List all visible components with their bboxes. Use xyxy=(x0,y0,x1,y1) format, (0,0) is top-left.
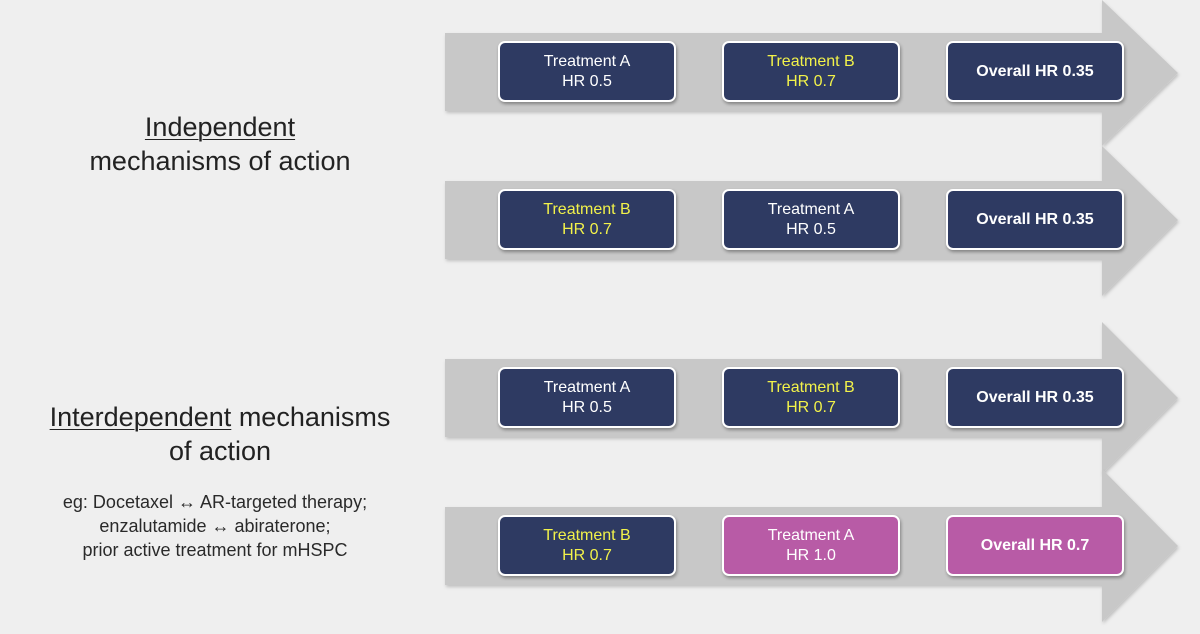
row-3-box-2-line1: Treatment B xyxy=(767,378,855,396)
example-line-3: prior active treatment for mHSPC xyxy=(82,540,348,560)
row-4-box-1-line1: Treatment B xyxy=(543,526,631,544)
row-3-box-1: Treatment A HR 0.5 xyxy=(498,367,676,428)
row-2-box-2-line1: Treatment A xyxy=(767,200,855,218)
row-4-box-2: Treatment A HR 1.0 xyxy=(722,515,900,576)
row-3-box-1-line2: HR 0.5 xyxy=(562,398,612,416)
row-1-box-3-line1: Overall HR 0.35 xyxy=(976,62,1094,80)
interdependent-heading-rest-1: mechanisms xyxy=(231,402,391,432)
row-3-box-2: Treatment B HR 0.7 xyxy=(722,367,900,428)
interdependent-heading-underlined: Interdependent xyxy=(49,402,232,432)
row-4-box-3: Overall HR 0.7 xyxy=(946,515,1124,576)
row-3-box-3-line1: Overall HR 0.35 xyxy=(976,388,1094,406)
row-1-box-2-line1: Treatment B xyxy=(767,52,855,70)
row-1-box-3: Overall HR 0.35 xyxy=(946,41,1124,102)
row-2-box-3-line1: Overall HR 0.35 xyxy=(976,210,1094,228)
row-2-box-1: Treatment B HR 0.7 xyxy=(498,189,676,250)
row-1-box-2-line2: HR 0.7 xyxy=(786,72,836,90)
examples-text: eg: Docetaxel ↔ AR-targeted therapy; enz… xyxy=(40,490,390,562)
row-2-box-2: Treatment A HR 0.5 xyxy=(722,189,900,250)
example-line-1: eg: Docetaxel ↔ AR-targeted therapy; xyxy=(62,492,368,512)
row-2-box-3: Overall HR 0.35 xyxy=(946,189,1124,250)
independent-heading: Independent mechanisms of action xyxy=(60,110,380,178)
row-1-box-1: Treatment A HR 0.5 xyxy=(498,41,676,102)
row-3-box-2-line2: HR 0.7 xyxy=(786,398,836,416)
row-4-box-3-line1: Overall HR 0.7 xyxy=(980,536,1090,554)
row-4-box-2-line2: HR 1.0 xyxy=(786,546,836,564)
row-4-box-1-line2: HR 0.7 xyxy=(562,546,612,564)
independent-heading-rest: mechanisms of action xyxy=(89,146,351,176)
interdependent-heading: Interdependent mechanisms of action xyxy=(30,400,410,468)
interdependent-heading-rest-2: of action xyxy=(168,436,272,466)
row-1-box-1-line2: HR 0.5 xyxy=(562,72,612,90)
row-2-box-1-line2: HR 0.7 xyxy=(562,220,612,238)
row-2-box-2-line2: HR 0.5 xyxy=(786,220,836,238)
row-2-box-1-line1: Treatment B xyxy=(543,200,631,218)
row-3-box-3: Overall HR 0.35 xyxy=(946,367,1124,428)
row-4-box-2-line1: Treatment A xyxy=(767,526,855,544)
row-1-box-2: Treatment B HR 0.7 xyxy=(722,41,900,102)
example-line-2: enzalutamide ↔ abiraterone; xyxy=(99,516,331,536)
row-3-box-1-line1: Treatment A xyxy=(543,378,631,396)
row-4-box-1: Treatment B HR 0.7 xyxy=(498,515,676,576)
independent-heading-underlined: Independent xyxy=(144,112,296,142)
row-1-box-1-line1: Treatment A xyxy=(543,52,631,70)
